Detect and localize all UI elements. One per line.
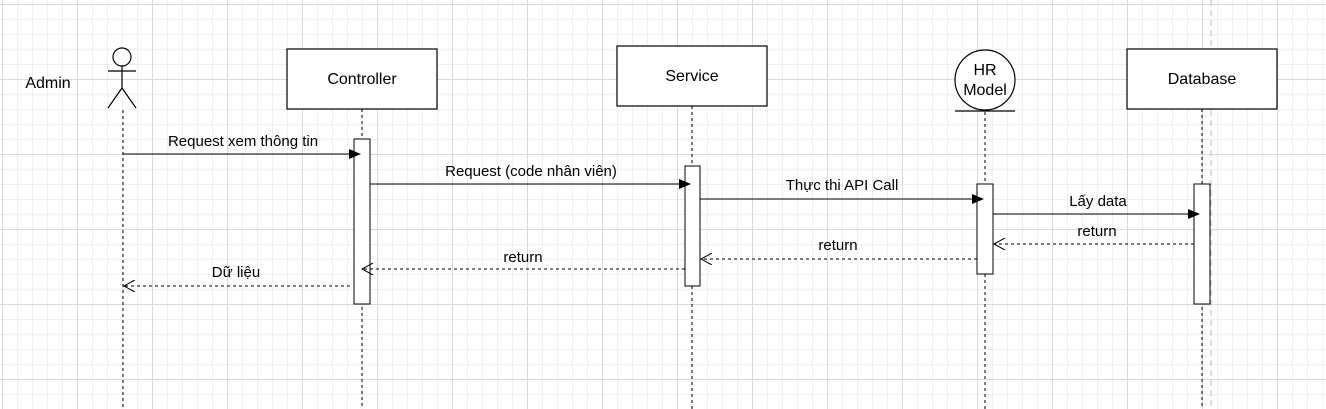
message-data-to-admin-label: Dữ liệu xyxy=(212,264,260,281)
activation-controller[interactable] xyxy=(353,138,371,305)
message-return-database[interactable]: return xyxy=(994,223,1194,244)
participant-hr-model-entity[interactable]: HR Model xyxy=(954,49,1016,112)
participant-service[interactable]: Service xyxy=(616,45,768,107)
message-return-database-label: return xyxy=(1077,223,1116,240)
message-return-hr-model[interactable]: return xyxy=(701,237,977,259)
participant-controller-label: Controller xyxy=(327,71,397,88)
participant-service-label: Service xyxy=(665,68,718,85)
actor-admin-label: Admin xyxy=(25,75,70,92)
activation-service[interactable] xyxy=(684,165,701,287)
participant-hr-model-label-1: HR xyxy=(973,62,996,79)
actor-admin-figure[interactable] xyxy=(107,47,137,109)
message-data-to-admin[interactable]: Dữ liệu xyxy=(124,264,350,286)
activation-database[interactable] xyxy=(1193,183,1211,305)
message-get-data-label: Lấy data xyxy=(1069,193,1127,210)
message-return-service-label: return xyxy=(503,249,542,266)
message-execute-api-call-label: Thực thi API Call xyxy=(786,177,899,194)
message-request-employee-code-label: Request (code nhân viên) xyxy=(445,163,617,180)
message-request-employee-code[interactable]: Request (code nhân viên) xyxy=(370,163,691,189)
participant-controller[interactable]: Controller xyxy=(286,48,438,110)
message-get-data[interactable]: Lấy data xyxy=(993,193,1200,219)
message-request-view-info-label: Request xem thông tin xyxy=(168,133,318,150)
message-return-hr-model-label: return xyxy=(818,237,857,254)
message-execute-api-call[interactable]: Thực thi API Call xyxy=(700,177,984,204)
participant-database-label: Database xyxy=(1168,71,1237,88)
participant-database[interactable]: Database xyxy=(1126,48,1278,110)
message-request-view-info[interactable]: Request xem thông tin xyxy=(123,133,361,159)
activation-hr-model[interactable] xyxy=(976,183,994,275)
message-return-service[interactable]: return xyxy=(362,249,685,269)
participant-hr-model-label-2: Model xyxy=(963,82,1007,99)
